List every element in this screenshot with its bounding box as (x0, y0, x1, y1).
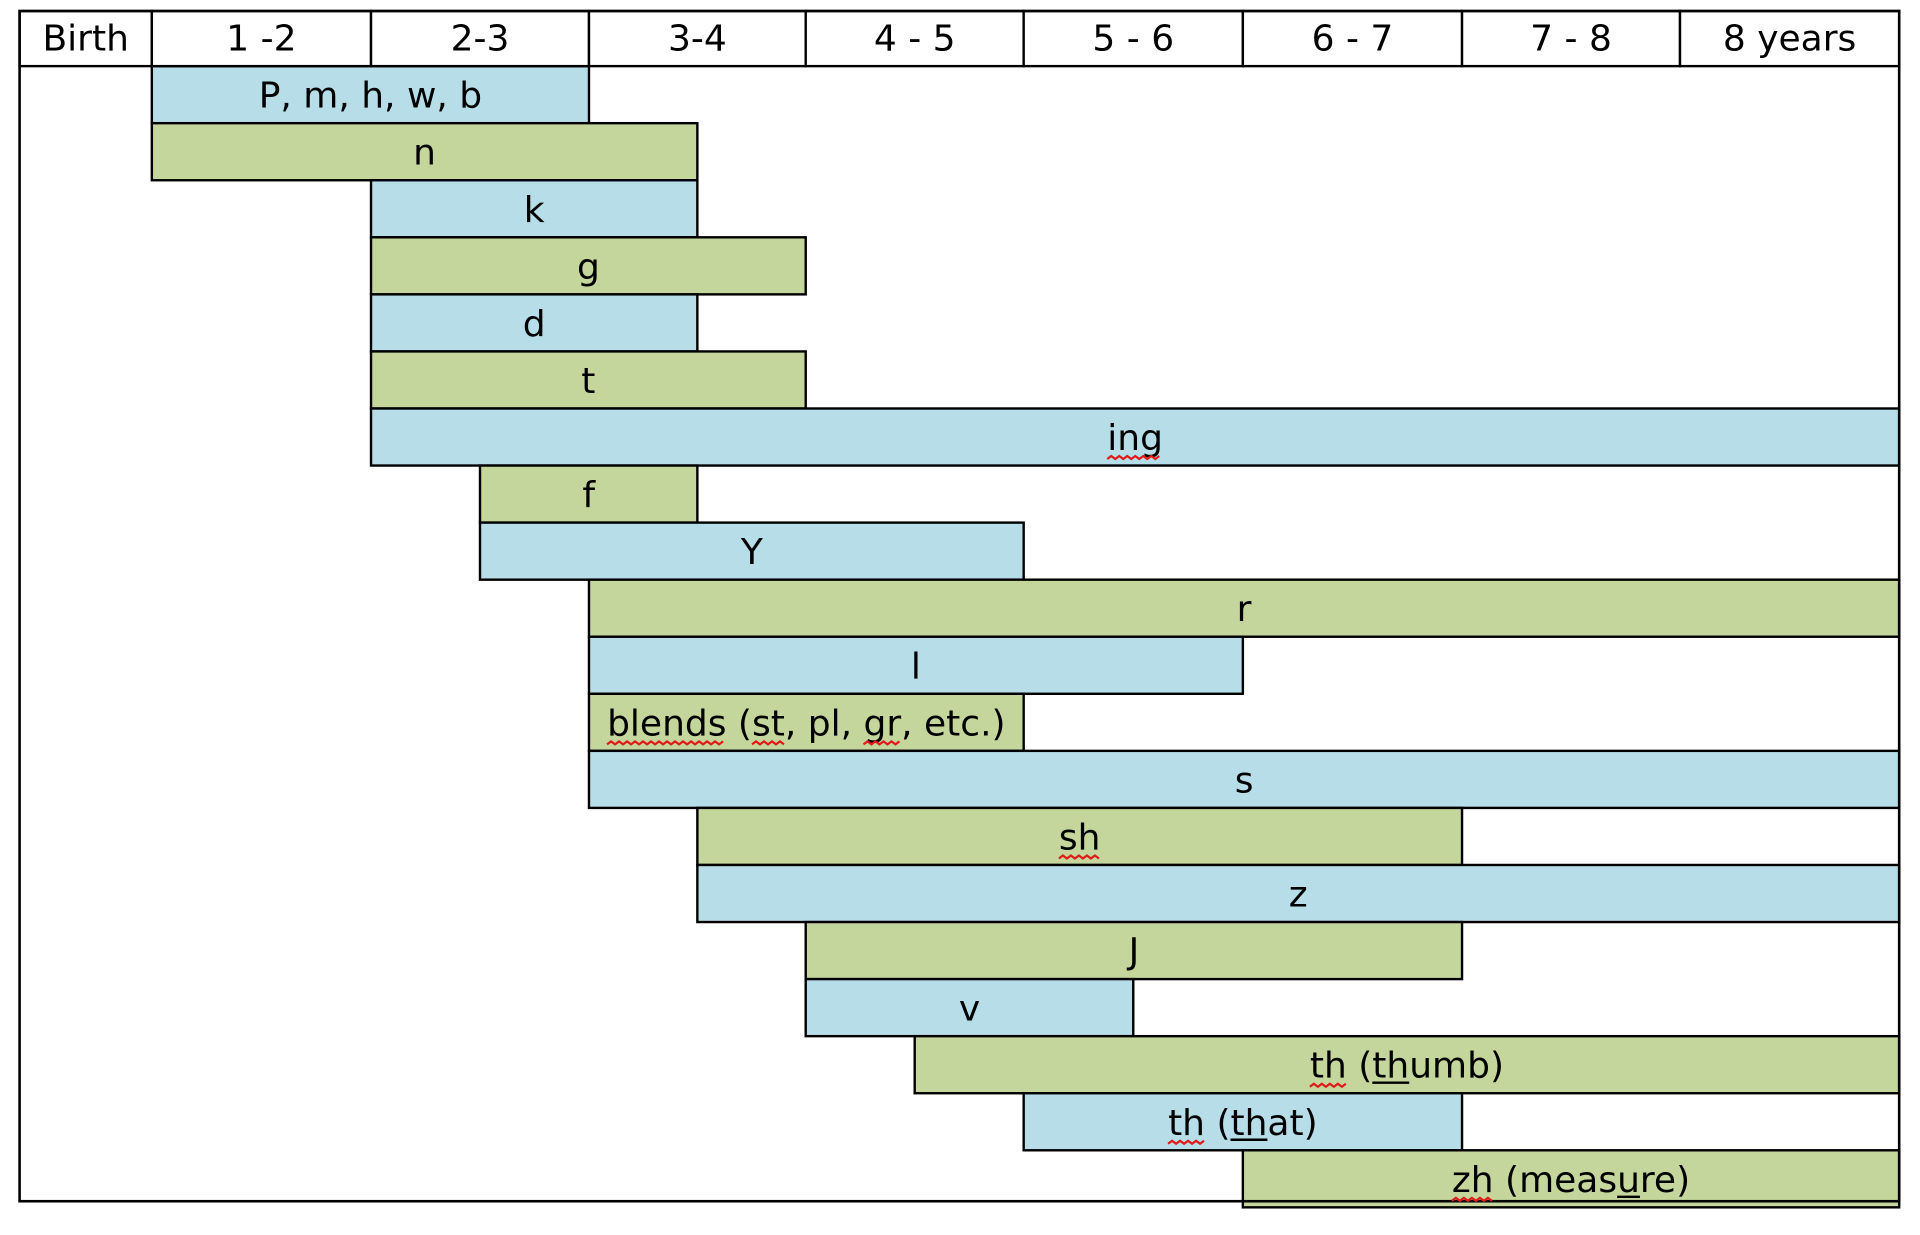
header-label-7: 7 - 8 (1530, 19, 1612, 60)
header-label-8: 8 years (1723, 19, 1856, 60)
bar-label-d: d (523, 304, 546, 345)
spellcheck-squiggle (751, 739, 785, 746)
bar-label-z: z (1289, 875, 1308, 916)
header-row: Birth 1 -2 2-3 3-4 4 - 5 5 - 6 6 - 7 7 - 8 8 yea… (18, 9, 1901, 68)
bar-label-p-m-h-w-b: P, m, h, w, b (259, 76, 482, 117)
bar-p-m-h-w-b (150, 64, 591, 125)
spellcheck-decor (606, 454, 1640, 1203)
bar-label-n: n (413, 133, 436, 174)
bar-label-th-that: th (that) (1168, 1103, 1318, 1144)
spellcheck-squiggle (1451, 1196, 1493, 1203)
bar-g (369, 236, 807, 296)
header-label-4: 4 - 5 (874, 19, 956, 60)
bar-label-y: Y (740, 532, 764, 573)
header-cell-8 (1678, 9, 1901, 68)
bar-label-j: J (1127, 932, 1140, 973)
bar-v (804, 977, 1135, 1038)
bar-label-ing: ing (1107, 418, 1163, 459)
bar-zh-measure (1241, 1149, 1901, 1209)
chart-frame (18, 9, 1901, 1203)
bar-label-v: v (959, 989, 980, 1030)
bar-label-sh: sh (1059, 817, 1101, 858)
header-label-1: 1 -2 (226, 19, 296, 60)
spellcheck-squiggle (606, 739, 724, 746)
bar-ing (369, 407, 1901, 467)
outer-border (18, 9, 1901, 1203)
spellcheck-squiggle (1106, 454, 1160, 461)
spellcheck-squiggle (1167, 1139, 1205, 1146)
bar-j (804, 920, 1464, 981)
bar-label-r: r (1237, 589, 1252, 630)
bar-label-s: s (1235, 760, 1254, 801)
bar-label-k: k (524, 190, 545, 231)
header-cell-7 (1460, 9, 1682, 68)
bar-r (587, 578, 1901, 638)
bar-label-blends-st-pl-gr-etc: blends (st, pl, gr, etc.) (607, 703, 1006, 744)
bar-t (369, 350, 807, 410)
bar-label-zh-measure: zh (measure) (1452, 1160, 1690, 1201)
header-label-5: 5 - 6 (1092, 19, 1174, 60)
header-label-0: Birth (42, 19, 128, 60)
bar-label-f: f (582, 475, 596, 516)
bar-n (150, 121, 699, 182)
header-label-2: 2-3 (451, 19, 510, 60)
bar-label-g: g (577, 247, 600, 288)
spellcheck-squiggle (1309, 1082, 1347, 1089)
header-label-3: 3-4 (668, 19, 727, 60)
bar-label-th-thumb: th (thumb) (1310, 1046, 1504, 1087)
spellcheck-squiggle (1058, 854, 1100, 860)
header-label-6: 6 - 7 (1312, 19, 1394, 60)
bar-label-l: l (911, 646, 921, 687)
bar-l (587, 635, 1245, 695)
header-cell-6 (1241, 9, 1464, 68)
bar-blends-st-pl-gr-etc (587, 692, 1025, 753)
header-cell-4 (804, 9, 1025, 68)
spellcheck-squiggle (862, 739, 901, 746)
header-cell-2 (369, 9, 591, 68)
bar-label-t: t (581, 361, 595, 402)
bar-f (478, 464, 699, 524)
